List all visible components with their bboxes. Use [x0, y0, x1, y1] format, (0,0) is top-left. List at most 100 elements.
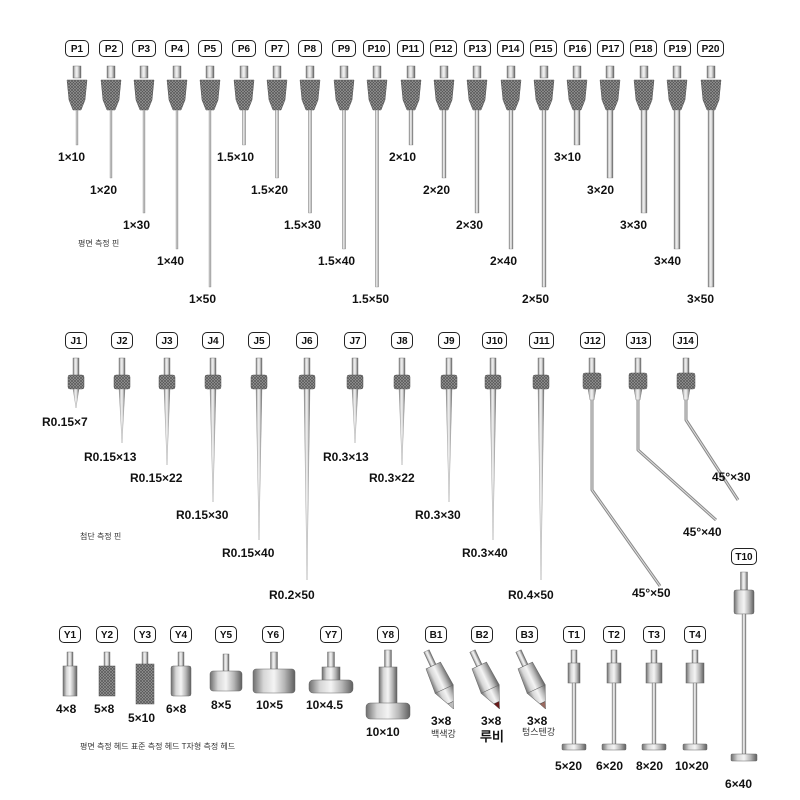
- probe-t3-foot: [641, 743, 667, 751]
- probe-j3-head: [158, 374, 176, 390]
- probe-j12-head: [582, 372, 602, 390]
- badge-t2: T2: [603, 626, 625, 643]
- probe-j10-head: [484, 374, 502, 390]
- probe-p16-rod: [573, 109, 581, 146]
- probe-j8-stem: [398, 357, 406, 377]
- badge-p12: P12: [430, 40, 457, 57]
- probe-t3-collar: [645, 662, 663, 684]
- probe-p12-head: [433, 79, 455, 111]
- probe-p19-rod: [673, 109, 681, 250]
- size-label-p1: 1×10: [58, 150, 86, 164]
- probe-y3-body: [135, 663, 155, 705]
- badge-p20: P20: [697, 40, 724, 57]
- size-label-y1: 4×8: [56, 702, 77, 716]
- badge-p6: P6: [232, 40, 256, 57]
- size-label-p14: 2×40: [490, 254, 518, 268]
- probe-b2-tip: [493, 701, 500, 710]
- probe-j11-head: [532, 374, 550, 390]
- size-label-p13: 2×30: [456, 218, 484, 232]
- probe-t3-thread: [650, 649, 658, 665]
- material-label-b1: 백색강: [431, 729, 456, 739]
- probe-p7-rod: [275, 109, 279, 179]
- probe-p4-rod: [175, 109, 179, 250]
- probe-j13-needle-shine: [637, 400, 717, 521]
- size-label-j14: 45°×30: [712, 470, 751, 484]
- size-label-j4: R0.15×30: [176, 508, 229, 522]
- probe-y7-thread: [327, 651, 335, 669]
- probe-p13-thread: [472, 65, 482, 79]
- probe-j4-needle: [209, 388, 217, 503]
- probe-y1-thread: [66, 651, 74, 669]
- badge-p18: P18: [630, 40, 657, 57]
- probe-j5-head: [250, 374, 268, 390]
- probe-b2-thread: [469, 649, 483, 668]
- probe-y5-thread: [222, 653, 230, 673]
- probe-b2: [469, 649, 500, 710]
- size-label-j11: R0.4×50: [508, 588, 554, 602]
- badge-b2: B2: [471, 626, 493, 643]
- badge-p9: P9: [332, 40, 356, 57]
- probe-p4-head: [166, 79, 188, 111]
- size-label-t1: 5×20: [555, 759, 583, 773]
- probe-j13-head: [628, 372, 648, 390]
- badge-t10: T10: [731, 548, 757, 565]
- badge-j7: J7: [344, 332, 366, 349]
- size-label-p17: 3×20: [587, 183, 615, 197]
- probe-j7-needle: [351, 388, 359, 444]
- probe-p5-head: [199, 79, 221, 111]
- probe-p17-head: [599, 79, 621, 111]
- probe-p15-thread: [539, 65, 549, 79]
- badge-p15: P15: [530, 40, 557, 57]
- probe-j3-needle: [163, 388, 171, 466]
- probe-y6-body: [252, 668, 296, 694]
- probe-p11-rod: [408, 109, 414, 146]
- size-label-y2: 5×8: [94, 702, 115, 716]
- badge-y7: Y7: [320, 626, 342, 643]
- size-label-j6: R0.2×50: [269, 588, 315, 602]
- probe-p9-head: [333, 79, 355, 111]
- probe-p5-thread: [205, 65, 215, 79]
- badge-j13: J13: [626, 332, 651, 349]
- size-label-j7: R0.3×13: [323, 450, 369, 464]
- probe-p7-head: [266, 79, 288, 111]
- badge-y8: Y8: [377, 626, 399, 643]
- probe-t1-rod: [571, 682, 577, 746]
- badge-p8: P8: [298, 40, 322, 57]
- size-label-j3: R0.15×22: [130, 471, 183, 485]
- size-label-p8: 1.5×30: [284, 218, 322, 232]
- size-label-p6: 1.5×10: [217, 150, 255, 164]
- probe-j12-needle-shine: [591, 400, 661, 587]
- size-label-t4: 10×20: [675, 759, 709, 773]
- probe-t4-foot: [682, 743, 708, 751]
- size-label-j12: 45°×50: [632, 586, 671, 600]
- probe-y8-thread: [384, 649, 392, 669]
- probe-y6-thread: [270, 651, 278, 671]
- badge-p3: P3: [132, 40, 156, 57]
- badge-y4: Y4: [170, 626, 192, 643]
- probe-j10-needle: [489, 388, 497, 541]
- probe-p20-thread: [706, 65, 716, 79]
- caption-tip-pins: 첨단 측정 핀: [80, 532, 122, 541]
- size-label-j8: R0.3×22: [369, 471, 415, 485]
- probe-t10-thread: [740, 571, 748, 591]
- material-label-b3: 텅스텐강: [522, 727, 556, 737]
- size-label-t3: 8×20: [636, 759, 664, 773]
- badge-y1: Y1: [59, 626, 81, 643]
- material-label-b2: 루비: [480, 729, 504, 744]
- probe-p10-thread: [372, 65, 382, 79]
- probe-j4-stem: [209, 357, 217, 377]
- size-label-p2: 1×20: [90, 183, 118, 197]
- probe-b1: [423, 649, 454, 710]
- size-label-y6: 10×5: [256, 698, 284, 712]
- badge-p13: P13: [464, 40, 491, 57]
- probe-p14-head: [500, 79, 522, 111]
- badge-j10: J10: [482, 332, 507, 349]
- probe-j7-head: [346, 374, 364, 390]
- probe-j9-head: [440, 374, 458, 390]
- probe-j14-needle: [684, 400, 740, 501]
- probe-j14-head: [676, 372, 696, 390]
- probe-j12-needle: [590, 400, 662, 587]
- probe-j5-needle: [255, 388, 263, 541]
